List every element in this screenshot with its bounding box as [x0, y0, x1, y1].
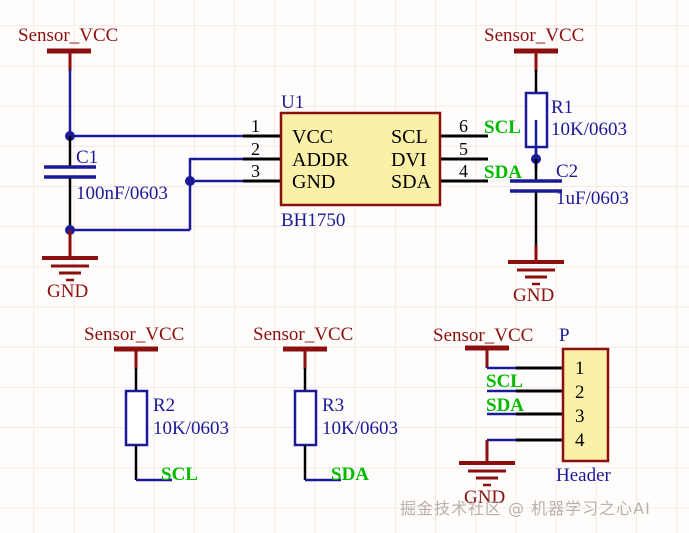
capacitor-c1-symbol — [44, 136, 96, 230]
pin-name-u1-gnd: GND — [292, 171, 336, 193]
net-label-sda-header: SDA — [486, 395, 525, 416]
power-symbol-vcc-r3 — [283, 346, 327, 369]
pin-number-u1-3: 3 — [251, 161, 260, 181]
pin-number-u1-2: 2 — [251, 139, 260, 159]
pin-number-u1-4: 4 — [459, 161, 468, 181]
component-value-r1: 10K/0603 — [551, 119, 627, 140]
component-ref-u1: U1 — [281, 92, 305, 113]
watermark-text: 掘金技术社区 @ 机器学习之心AI — [400, 499, 651, 518]
component-ref-r2: R2 — [153, 395, 176, 416]
component-part-header: Header — [556, 465, 611, 486]
pin-number-u1-5: 5 — [459, 139, 468, 159]
component-ref-r1: R1 — [551, 97, 574, 118]
junction-dot-addr-gnd — [185, 176, 195, 186]
capacitor-c2-symbol — [510, 159, 562, 252]
component-ref-c1: C1 — [76, 147, 99, 168]
pin-name-u1-scl: SCL — [391, 126, 428, 148]
net-label-gnd-left: GND — [47, 281, 89, 302]
net-label-sda-u1: SDA — [484, 162, 523, 183]
power-symbol-gnd-right — [508, 245, 564, 286]
component-value-r3: 10K/0603 — [322, 418, 398, 439]
component-value-r2: 10K/0603 — [153, 418, 229, 439]
component-value-c2: 1uF/0603 — [556, 188, 629, 209]
pin-name-u1-sda: SDA — [391, 171, 432, 193]
net-label-scl-r2: SCL — [161, 464, 198, 485]
power-symbol-vcc-top-right — [514, 48, 558, 71]
net-label-sensor-vcc-r3: Sensor_VCC — [253, 324, 354, 345]
net-label-gnd-right: GND — [513, 285, 555, 306]
pin-number-header-4: 4 — [575, 430, 585, 451]
net-label-scl-u1: SCL — [484, 117, 521, 138]
component-part-u1: BH1750 — [281, 210, 346, 231]
net-label-gnd-header: GND — [464, 487, 506, 508]
connector-body-header[interactable] — [561, 347, 610, 463]
component-ref-r3: R3 — [322, 395, 345, 416]
power-symbol-gnd-header — [459, 461, 515, 487]
power-symbol-gnd-left — [42, 230, 98, 282]
resistor-r2-symbol — [124, 389, 149, 447]
pin-number-u1-1: 1 — [251, 116, 260, 136]
pin-number-header-1: 1 — [575, 358, 585, 379]
net-label-sda-r3: SDA — [331, 464, 370, 485]
ic-body-u1[interactable] — [279, 111, 442, 207]
net-label-sensor-vcc-top-left: Sensor_VCC — [18, 25, 119, 46]
power-symbol-vcc-top-left — [47, 48, 91, 71]
pin-number-u1-6: 6 — [459, 116, 468, 136]
resistor-r3-symbol — [293, 389, 318, 447]
component-value-c1: 100nF/0603 — [76, 183, 168, 204]
power-symbol-vcc-header — [465, 345, 509, 368]
component-ref-c2: C2 — [556, 161, 579, 182]
pin-name-u1-addr: ADDR — [292, 149, 349, 171]
component-ref-header: P — [559, 325, 570, 346]
pin-number-header-3: 3 — [575, 406, 585, 427]
pin-number-header-2: 2 — [575, 382, 585, 403]
net-label-scl-header: SCL — [486, 371, 523, 392]
pin-name-u1-dvi: DVI — [391, 149, 427, 171]
power-symbol-vcc-r2 — [114, 346, 158, 369]
net-label-sensor-vcc-top-right: Sensor_VCC — [484, 25, 585, 46]
net-label-sensor-vcc-header: Sensor_VCC — [433, 325, 534, 346]
pin-name-u1-vcc: VCC — [292, 126, 334, 148]
net-label-sensor-vcc-r2: Sensor_VCC — [84, 324, 185, 345]
